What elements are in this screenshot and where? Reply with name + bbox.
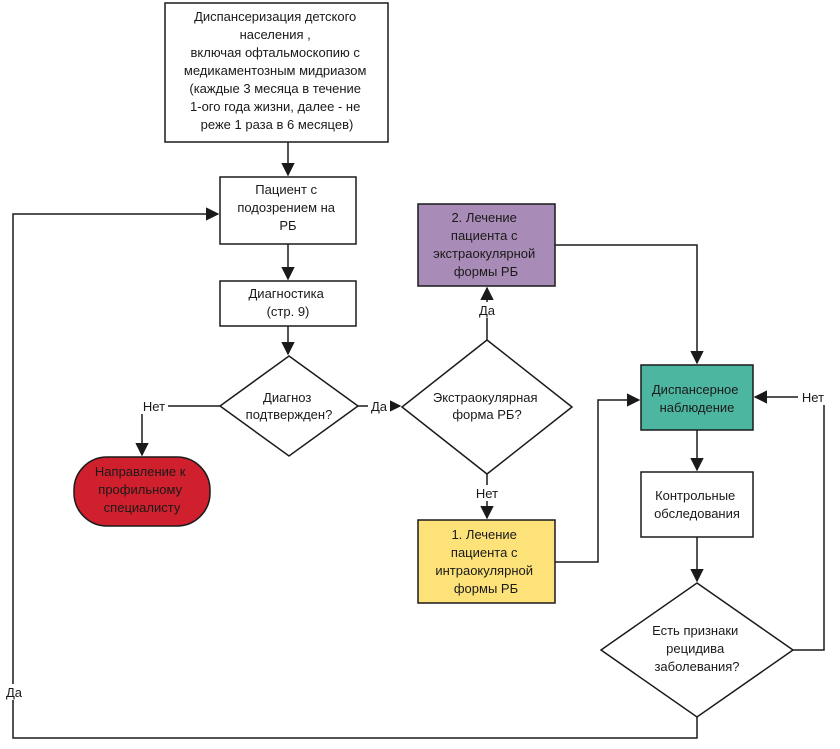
edge-relapse-yes <box>12 207 698 739</box>
node-diagnosis-confirmed: Диагноз подтвержден? <box>218 355 360 457</box>
node-diagnostics-text: Диагностика (стр. 9) <box>249 286 328 319</box>
node-control-exams-text: Контрольные обследования <box>654 488 740 521</box>
node-referral-text: Направление к профильному специалисту <box>95 464 189 515</box>
node-suspected-patient-text: Пациент с подозрением на РБ <box>237 182 338 233</box>
edge-label-extraocular-yes: Да <box>479 303 496 318</box>
edge-label-relapse-no: Нет <box>802 390 824 405</box>
edge-label-diagnosis-yes: Да <box>371 399 388 414</box>
edge-label-relapse-yes: Да <box>6 685 23 700</box>
node-relapse-signs: Есть признаки рецидива заболевания? <box>599 582 795 718</box>
node-diagnostics: Диагностика (стр. 9) <box>219 280 357 327</box>
edge-extra-treatment-to-observation <box>555 244 704 365</box>
node-relapse-signs-text: Есть признаки рецидива заболевания? <box>652 623 742 674</box>
node-control-exams: Контрольные обследования <box>640 471 754 538</box>
node-dispensary-observation-shape <box>640 364 754 431</box>
node-dispensary-observation: Диспансерное наблюдение <box>640 364 754 431</box>
node-referral: Направление к профильному специалисту <box>73 456 211 527</box>
node-extraocular-treatment-text: 2. Лечение пациента с экстраокулярной фо… <box>433 210 539 279</box>
node-extraocular-treatment-shape <box>417 203 556 287</box>
node-referral-shape <box>73 456 211 527</box>
edge-relapse-no <box>753 390 825 651</box>
edge-label-diagnosis-no: Нет <box>143 399 165 414</box>
node-dispensary-children-text: Диспансеризация детского населения , вкл… <box>184 9 370 132</box>
node-dispensary-observation-text: Диспансерное наблюдение <box>652 382 742 415</box>
node-intraocular-treatment-text: 1. Лечение пациента с интраокулярной фор… <box>435 527 536 596</box>
node-intraocular-treatment: 1. Лечение пациента с интраокулярной фор… <box>417 519 556 604</box>
edge-label-extraocular-no: Нет <box>476 486 498 501</box>
node-extraocular-treatment: 2. Лечение пациента с экстраокулярной фо… <box>417 203 556 287</box>
node-dispensary-children: Диспансеризация детского населения , вкл… <box>164 2 389 143</box>
node-diagnosis-confirmed-text: Диагноз подтвержден? <box>246 390 333 422</box>
node-suspected-patient: Пациент с подозрением на РБ <box>219 176 357 245</box>
node-extraocular-question: Экстраокулярная форма РБ? <box>400 339 574 475</box>
edge-intra-treatment-to-observation <box>555 393 641 563</box>
node-intraocular-treatment-shape <box>417 519 556 604</box>
node-extraocular-question-text: Экстраокулярная форма РБ? <box>433 390 541 422</box>
